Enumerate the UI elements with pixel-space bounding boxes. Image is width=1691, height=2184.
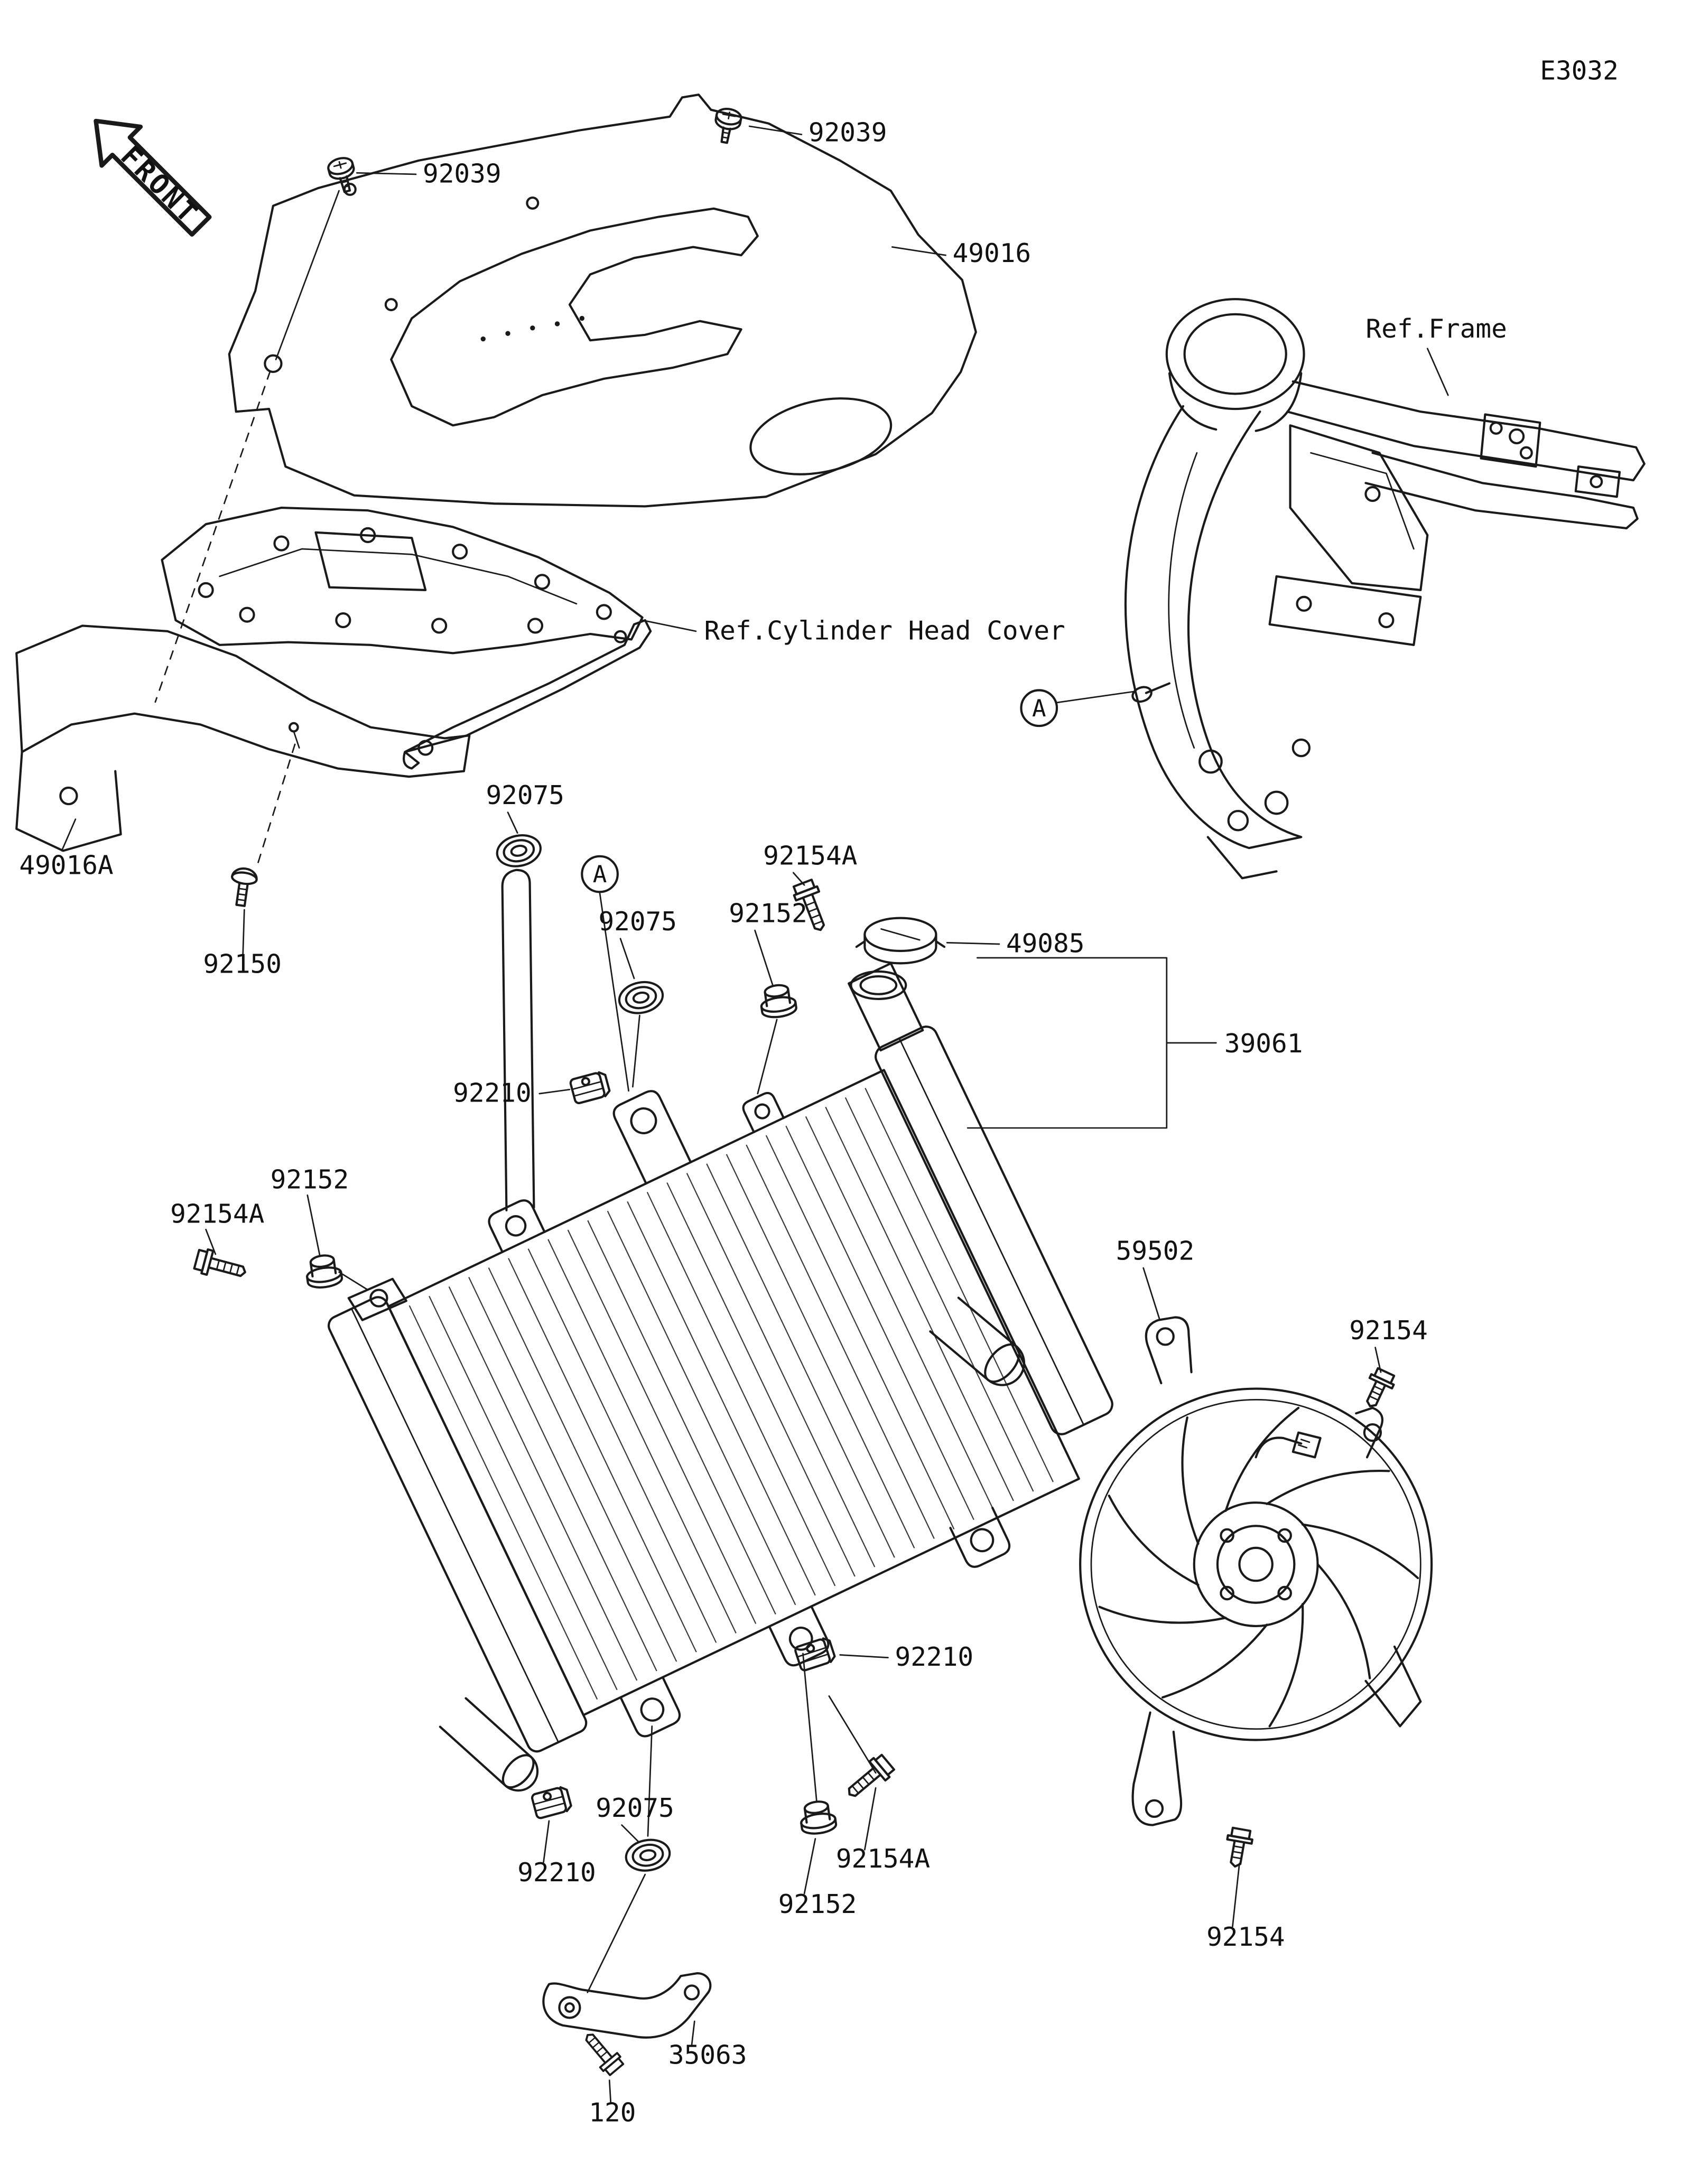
part-label-92150: 92150 bbox=[203, 949, 282, 979]
part-label-92154-lower: 92154 bbox=[1206, 1921, 1285, 1952]
part-label-49085: 49085 bbox=[1006, 928, 1085, 959]
screw-92039-left-icon bbox=[327, 155, 359, 194]
part-label-92152-lower: 92152 bbox=[778, 1889, 857, 1919]
fan-wire bbox=[1255, 1436, 1303, 1459]
part-label-92210-upper: 92210 bbox=[453, 1078, 532, 1108]
grommet-92075-upper-icon bbox=[494, 832, 543, 870]
part-label-59502: 59502 bbox=[1116, 1235, 1195, 1266]
reference-label-frame: Ref.Frame bbox=[1365, 313, 1507, 344]
bolt-92154a-left-icon bbox=[193, 1247, 248, 1284]
part-label-92154-upper: 92154 bbox=[1349, 1315, 1428, 1346]
radiator-cap-49085 bbox=[855, 917, 946, 965]
radiator-left-ear bbox=[347, 1277, 407, 1321]
svg-text:A: A bbox=[593, 861, 607, 888]
part-label-92075-upper: 92075 bbox=[486, 780, 564, 810]
cylinder-head-cover-reference bbox=[161, 506, 652, 770]
leader-lines bbox=[61, 125, 1449, 2105]
grommet-92075-middle-icon bbox=[616, 978, 665, 1017]
part-label-120: 120 bbox=[589, 2097, 636, 2128]
front-label: FRONT bbox=[114, 140, 205, 230]
part-label-92152-upper: 92152 bbox=[729, 898, 807, 928]
bolt-92154-upper-icon bbox=[1359, 1367, 1397, 1411]
part-label-92075-lower: 92075 bbox=[596, 1793, 674, 1823]
detail-marker-a-left: A bbox=[581, 855, 619, 893]
fan-upper-bracket bbox=[1145, 1316, 1193, 1385]
part-label-92075-middle: 92075 bbox=[598, 906, 677, 937]
fan-right-bracket bbox=[1355, 1406, 1383, 1459]
radiator-39061 bbox=[328, 869, 1113, 1792]
part-label-92154a-upper: 92154A bbox=[763, 840, 857, 871]
front-arrow: FRONT bbox=[94, 118, 212, 237]
filler-neck-opening bbox=[850, 970, 907, 1000]
part-label-92039-left: 92039 bbox=[423, 158, 501, 189]
part-label-92154a-lower: 92154A bbox=[836, 1843, 930, 1874]
part-label-92210-lower: 92210 bbox=[517, 1857, 596, 1888]
svg-text:A: A bbox=[1032, 695, 1046, 722]
collar-92152-upper-icon bbox=[759, 983, 797, 1019]
fan-connector bbox=[1292, 1431, 1322, 1459]
radiator-upper-stay bbox=[501, 869, 535, 1211]
frame-reference bbox=[1124, 298, 1646, 880]
part-label-92039-top: 92039 bbox=[809, 117, 887, 148]
cooling-fan-59502 bbox=[1079, 1316, 1433, 1826]
bolt-92154-lower-icon bbox=[1223, 1827, 1253, 1869]
part-label-92152-left: 92152 bbox=[271, 1164, 349, 1194]
diagram-code: E3032 bbox=[1540, 55, 1619, 86]
clip-92210-lower-icon bbox=[531, 1786, 572, 1819]
bolt-120-icon bbox=[578, 2027, 626, 2078]
front-arrow-shape bbox=[94, 118, 212, 237]
bracket-35063 bbox=[542, 1972, 712, 2039]
part-label-92210-middle: 92210 bbox=[895, 1641, 974, 1672]
clip-92210-upper-icon bbox=[570, 1071, 610, 1104]
bolt-92150-icon bbox=[228, 867, 258, 907]
labels: E3032 92039 92039 49016 Ref.Frame Ref.Cy… bbox=[19, 55, 1618, 2128]
collar-92152-lower-icon bbox=[798, 1799, 837, 1835]
lower-shield-49016a bbox=[15, 624, 471, 852]
part-label-49016a: 49016A bbox=[19, 850, 113, 881]
reference-label-cylinder-head-cover: Ref.Cylinder Head Cover bbox=[704, 615, 1065, 646]
heat-shield-49016 bbox=[228, 94, 977, 508]
radiator-lower-pipe bbox=[439, 1697, 539, 1792]
part-label-49016: 49016 bbox=[953, 238, 1032, 268]
detail-marker-a-frame: A bbox=[1020, 689, 1058, 727]
clip-92210-middle-icon bbox=[794, 1637, 836, 1671]
part-label-92154a-left: 92154A bbox=[170, 1198, 264, 1229]
collar-92152-left-icon bbox=[304, 1253, 343, 1289]
grommet-92075-lower-icon bbox=[624, 1836, 672, 1874]
fan-lower-bracket bbox=[1131, 1711, 1183, 1826]
part-label-35063: 35063 bbox=[668, 2039, 747, 2070]
part-label-39061: 39061 bbox=[1224, 1028, 1303, 1059]
radiator-outlet-pipe bbox=[929, 1296, 1026, 1386]
